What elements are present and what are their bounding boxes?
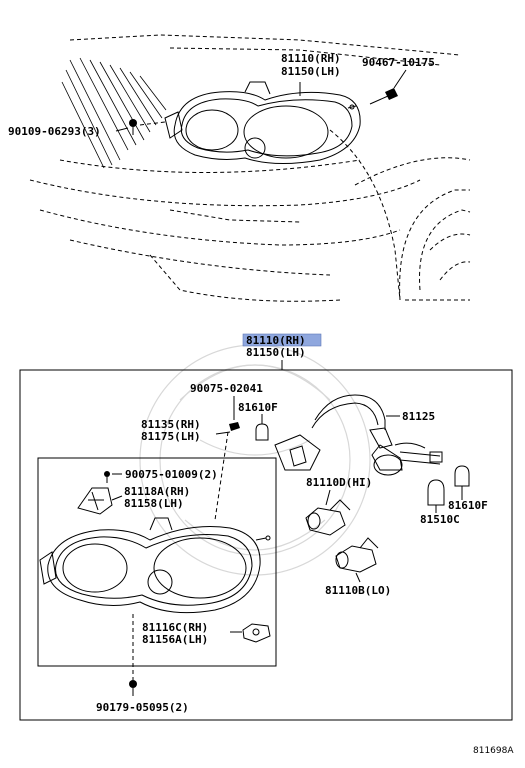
assembly-box xyxy=(19,369,513,721)
car-front-outline xyxy=(29,34,471,302)
label-clip-81156a-lh[interactable]: 81156A(LH) xyxy=(142,633,208,646)
highlight-assembly xyxy=(242,333,322,347)
figure-id: 811698A xyxy=(473,746,514,756)
label-bulb-hi[interactable]: 81110D(HI) xyxy=(306,476,372,489)
screw-top-left-icon[interactable] xyxy=(129,119,137,135)
label-bracket-81135-rh[interactable]: 81135(RH) xyxy=(141,418,201,431)
bulb-hi-icon[interactable] xyxy=(305,499,351,536)
clip-81116c-icon[interactable] xyxy=(242,623,271,643)
label-screw-90075-01009[interactable]: 90075-01009(2) xyxy=(125,468,218,481)
label-bulb-lo[interactable]: 81110B(LO) xyxy=(325,584,391,597)
label-top-part-lh[interactable]: 81150(LH) xyxy=(281,65,341,78)
label-assy-lh[interactable]: 81150(LH) xyxy=(246,346,306,359)
label-clip-81116c-rh[interactable]: 81116C(RH) xyxy=(142,621,208,634)
wedge-bulb-b-icon[interactable] xyxy=(454,465,470,487)
housing-subassembly-box xyxy=(37,457,277,667)
bulb-lo-icon[interactable] xyxy=(335,537,379,573)
screw-bottom-icon[interactable] xyxy=(129,680,137,696)
screw-top-right-icon[interactable] xyxy=(369,88,398,105)
label-screw-top-right[interactable]: 90467-10175 xyxy=(362,56,435,69)
label-screw-top-left[interactable]: 90109-06293(3) xyxy=(8,125,101,138)
label-socket-81510c[interactable]: 81510C xyxy=(420,513,460,526)
label-bulb-81610f-a[interactable]: 81610F xyxy=(238,401,278,414)
label-assy-rh[interactable]: 81110(RH) xyxy=(246,334,306,347)
screw-90075-02041-icon[interactable] xyxy=(229,422,240,431)
bracket-81118a-icon[interactable] xyxy=(77,487,113,515)
label-bracket-81175-lh[interactable]: 81175(LH) xyxy=(141,430,201,443)
headlamp-housing-icon[interactable] xyxy=(39,517,271,614)
label-socket-81125[interactable]: 81125 xyxy=(402,410,435,423)
label-bulb-81610f-b[interactable]: 81610F xyxy=(448,499,488,512)
screw-90075-01009-icon[interactable] xyxy=(104,471,110,483)
wedge-bulb-a-icon[interactable] xyxy=(255,423,269,441)
label-screw-90075-02041[interactable]: 90075-02041 xyxy=(190,382,263,395)
bulb-81510c-icon[interactable] xyxy=(427,479,445,506)
label-screw-bottom[interactable]: 90179-05095(2) xyxy=(96,701,189,714)
label-bracket-81158-lh[interactable]: 81158(LH) xyxy=(124,497,184,510)
label-top-part-rh[interactable]: 81110(RH) xyxy=(281,52,341,65)
label-bracket-81118a-rh[interactable]: 81118A(RH) xyxy=(124,485,190,498)
socket-harness-81125-icon[interactable] xyxy=(274,394,443,476)
watermark xyxy=(139,344,371,576)
headlamp-on-car[interactable] xyxy=(164,81,361,165)
